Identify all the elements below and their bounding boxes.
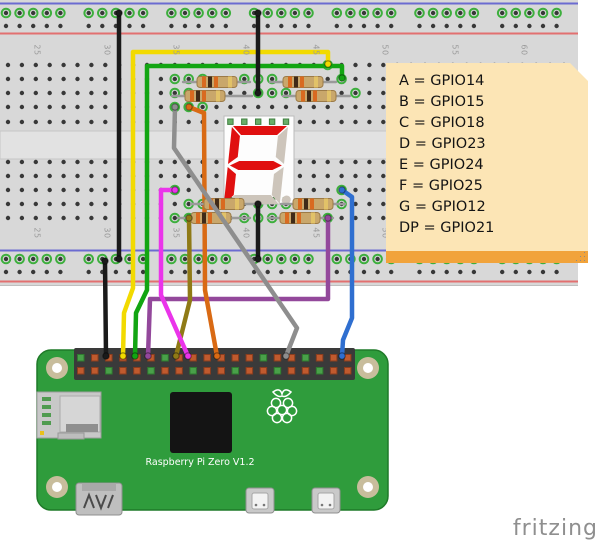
resistors[interactable] xyxy=(170,76,352,224)
column-label: 55 xyxy=(450,44,460,56)
resistor[interactable] xyxy=(170,90,254,102)
green-wire[interactable] xyxy=(132,63,345,359)
column-label: 25 xyxy=(32,44,42,56)
segment-g xyxy=(229,161,282,170)
micro-usb-port-1 xyxy=(245,487,275,514)
ground-to-pi[interactable] xyxy=(102,258,109,359)
pi-board[interactable] xyxy=(36,348,389,516)
sticky-note[interactable]: A = GPIO14 B = GPIO15 C = GPIO18 D = GPI… xyxy=(386,63,588,263)
resistor[interactable] xyxy=(181,76,252,88)
mini-hdmi-port xyxy=(75,482,123,516)
column-label: 40 xyxy=(241,44,251,56)
column-label: 35 xyxy=(171,44,181,56)
display-segments xyxy=(223,126,291,205)
note-line: D = GPIO23 xyxy=(399,136,486,152)
gray-wire[interactable] xyxy=(171,104,300,359)
note-line: F = GPIO25 xyxy=(399,178,483,194)
pi-board-label: Raspberry Pi Zero V1.2 xyxy=(145,457,255,468)
column-label: 25 xyxy=(32,227,42,239)
note-bottom-bar xyxy=(386,251,588,263)
sd-card-slot xyxy=(36,391,102,440)
resistor[interactable] xyxy=(266,212,335,224)
micro-usb-port-2 xyxy=(311,487,341,514)
resistor[interactable] xyxy=(189,198,259,210)
column-label: 50 xyxy=(380,44,390,56)
segment-f xyxy=(228,127,240,164)
note-line: B = GPIO15 xyxy=(399,94,485,110)
blue-wire[interactable] xyxy=(339,187,355,359)
magenta-wire[interactable] xyxy=(158,187,191,359)
resistor[interactable] xyxy=(281,90,352,102)
column-label: 30 xyxy=(102,44,112,56)
note-line: E = GPIO24 xyxy=(399,157,484,173)
raspberry-logo-icon xyxy=(266,389,298,424)
segment-b xyxy=(275,127,288,164)
note-line: C = GPIO18 xyxy=(399,115,485,131)
column-label: 35 xyxy=(171,227,181,239)
fritzing-watermark: fritzing xyxy=(512,516,598,541)
segment-dp xyxy=(281,195,291,205)
segment-a xyxy=(233,126,287,135)
note-line: G = GPIO12 xyxy=(399,199,486,215)
segment-c xyxy=(271,167,284,204)
wire-end-caps xyxy=(101,9,346,360)
note-resize-grip[interactable] xyxy=(584,260,586,262)
yellow-wire[interactable] xyxy=(120,49,331,359)
note-line: DP = GPIO21 xyxy=(399,220,495,236)
soc-chip xyxy=(170,392,232,453)
seven-segment-display[interactable] xyxy=(223,115,299,205)
column-label: 30 xyxy=(102,227,112,239)
purple-wire[interactable] xyxy=(145,215,331,359)
column-label: 45 xyxy=(311,44,321,56)
segment-e xyxy=(223,167,236,204)
column-label: 45 xyxy=(311,227,321,239)
column-label: 40 xyxy=(241,227,251,239)
note-line: A = GPIO14 xyxy=(399,73,485,89)
resistor[interactable] xyxy=(268,76,338,88)
note-text: A = GPIO14 B = GPIO15 C = GPIO18 D = GPI… xyxy=(399,71,494,239)
mounting-hole xyxy=(46,357,379,498)
column-label: 60 xyxy=(519,44,529,56)
resistor[interactable] xyxy=(279,198,347,210)
